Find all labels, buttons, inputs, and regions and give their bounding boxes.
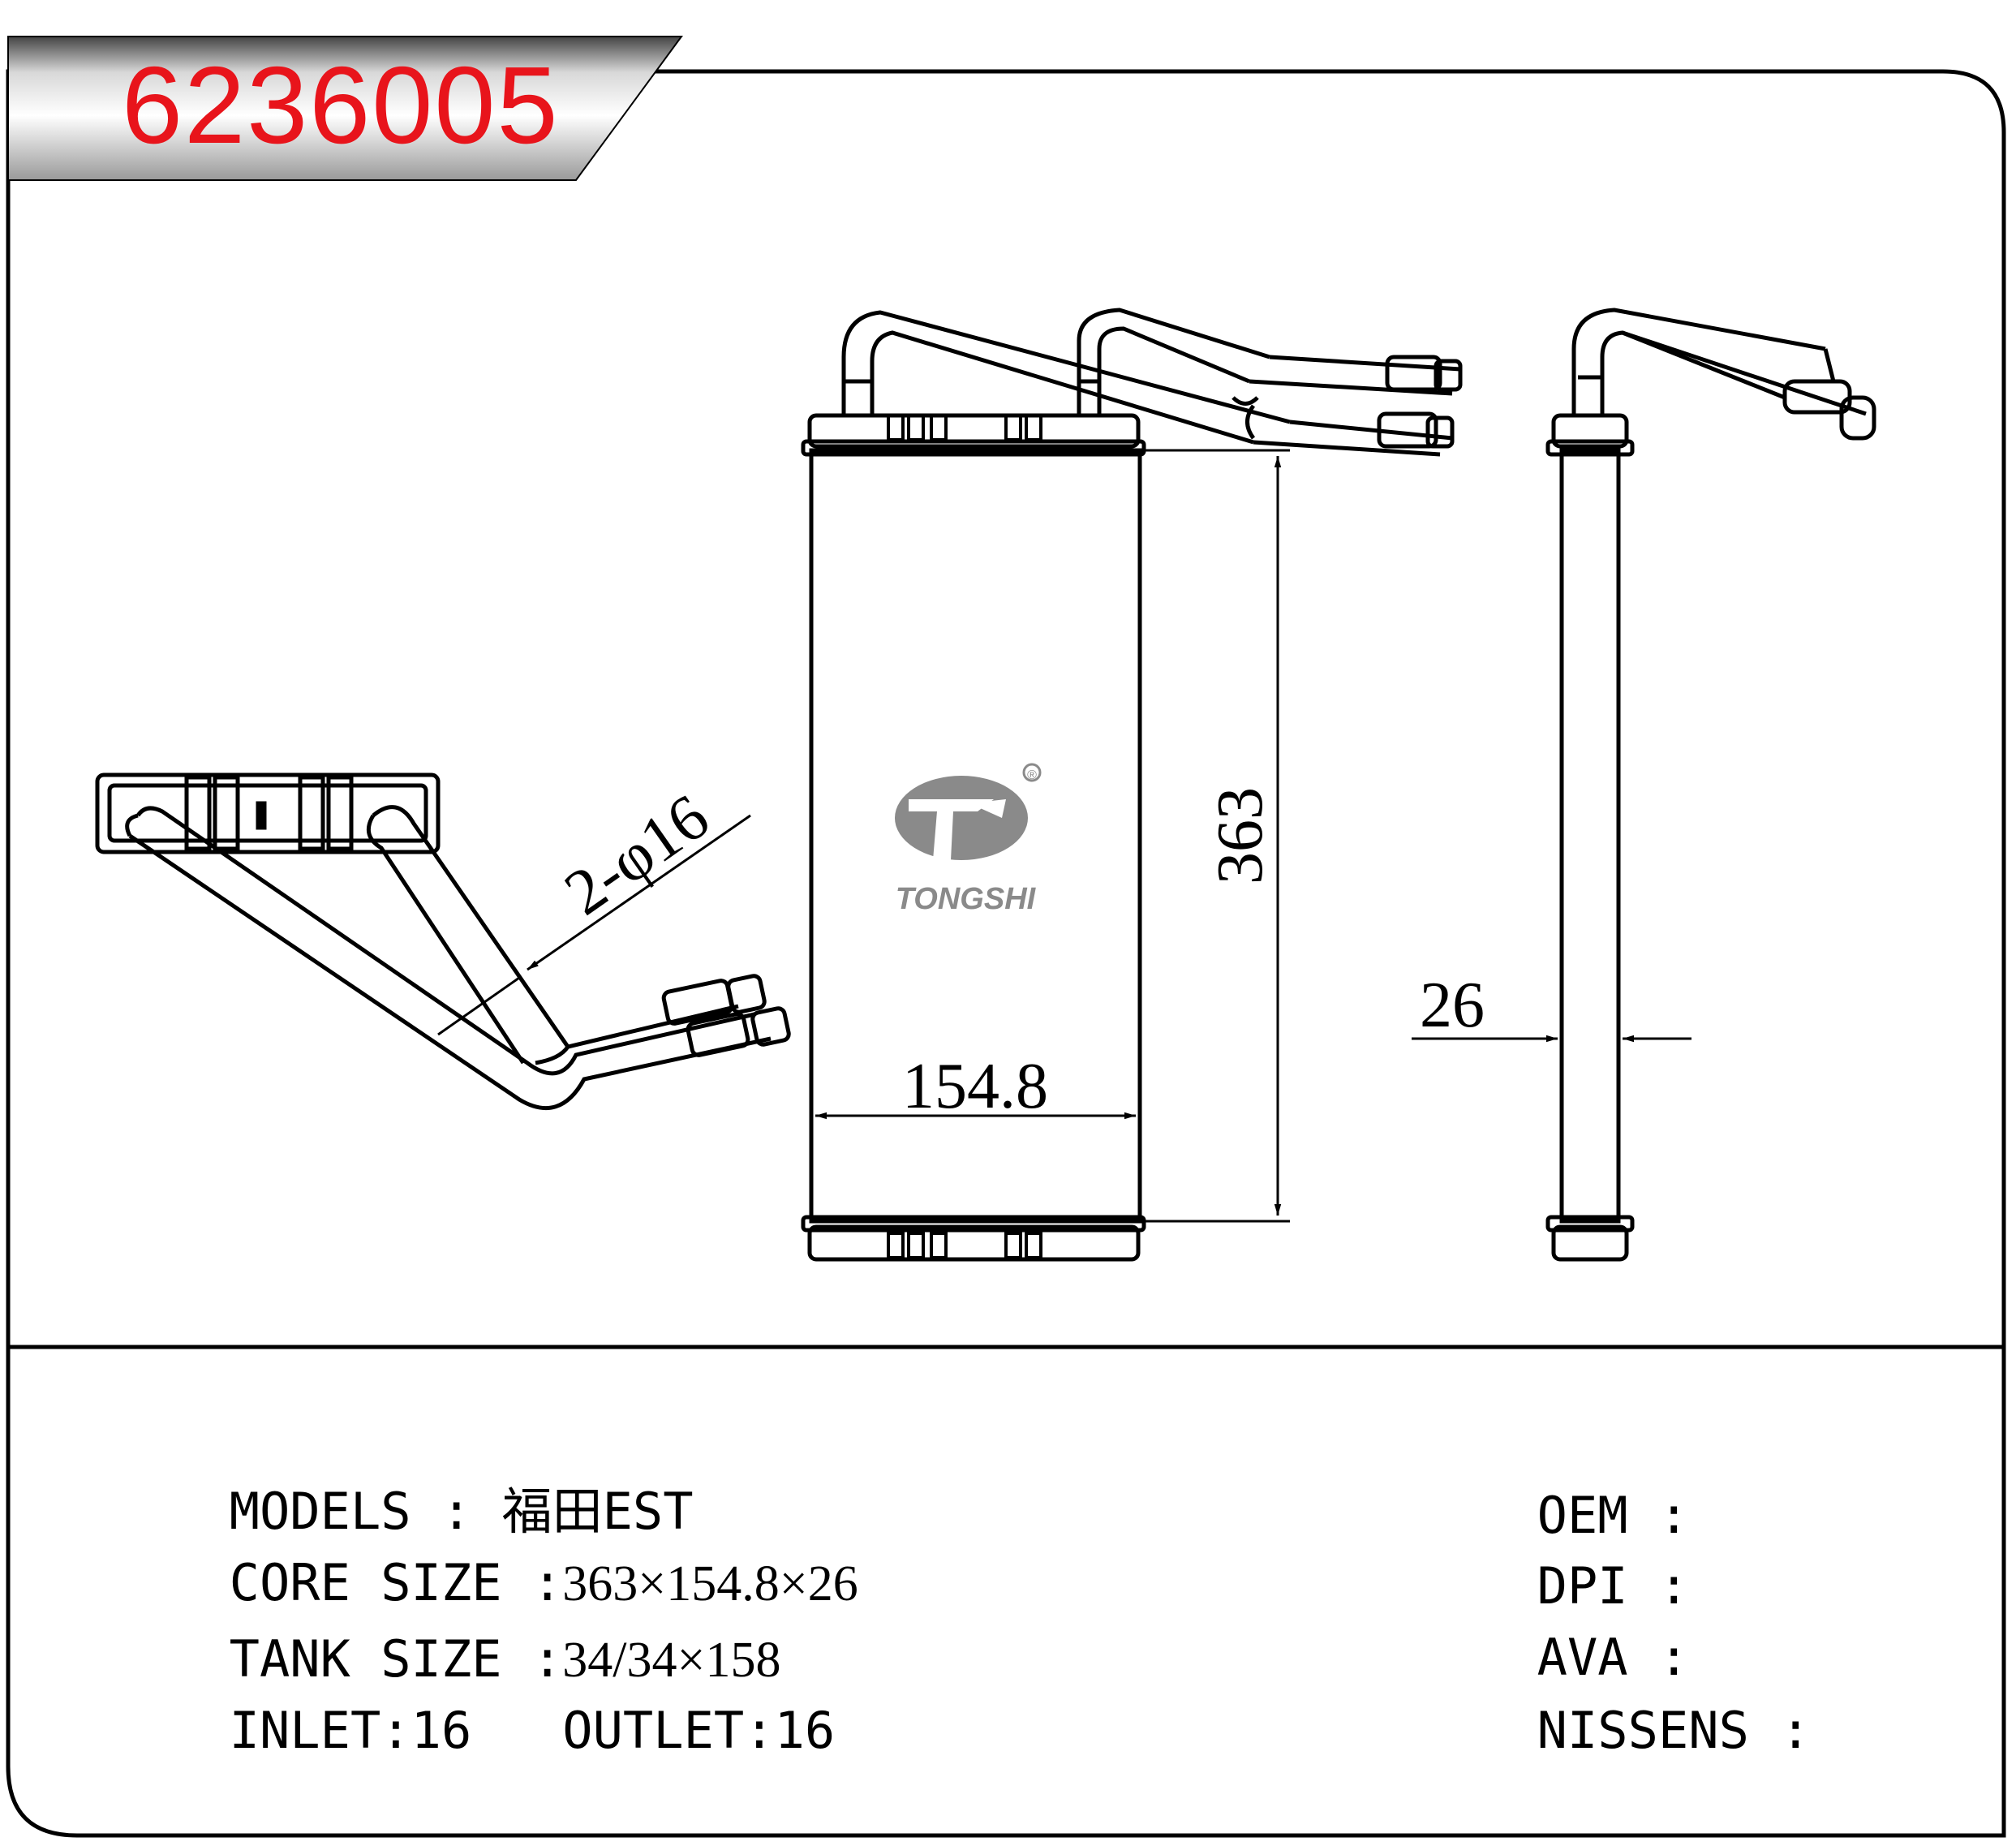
nissens-row: NISSENS:	[1477, 1655, 1811, 1756]
oem-row: OEM:	[1477, 1440, 1689, 1541]
thickness-dim-label: 26	[1420, 970, 1485, 1041]
top-tank	[807, 413, 1141, 449]
models-label: MODELS	[229, 1482, 411, 1541]
nissens-separator: :	[1780, 1701, 1811, 1760]
perspective-tank	[95, 772, 441, 854]
height-dim-label: 363	[1205, 787, 1276, 884]
width-dim-label: 154.8	[902, 1051, 1048, 1122]
pipe-diameter-callout: 2-φ16	[552, 781, 721, 929]
core-size-separator: :	[531, 1553, 563, 1612]
tank-size-label: TANK SIZE	[229, 1629, 532, 1689]
core-body	[809, 448, 1142, 1224]
models-separator: :	[411, 1482, 502, 1541]
outlet-value: 16	[774, 1701, 836, 1760]
top-clips	[887, 414, 1042, 441]
bottom-plate	[801, 1215, 1146, 1233]
ava-label: AVA	[1537, 1628, 1628, 1687]
bottom-tank	[807, 1224, 1141, 1262]
oem-separator: :	[1658, 1486, 1689, 1545]
tank-size-separator: :	[531, 1629, 563, 1689]
inlet-outlet-row: INLET:16 OUTLET:16	[169, 1655, 836, 1756]
side-core	[1559, 448, 1621, 1224]
tank-size-value: 34/34×158	[562, 1633, 781, 1688]
front-pipes	[841, 308, 1463, 457]
side-view	[1545, 308, 1876, 1262]
dimension-lines	[437, 449, 1691, 1223]
outlet-label: OUTLET:	[562, 1701, 775, 1760]
inlet-value: 16	[411, 1701, 472, 1760]
tongshi-logo	[895, 763, 1042, 860]
sheet-border	[6, 69, 2006, 1838]
dpi-separator: :	[1658, 1556, 1689, 1616]
logo-wordmark: TONGSHI	[896, 882, 1037, 916]
oem-label: OEM	[1537, 1486, 1628, 1545]
ava-row: AVA:	[1477, 1582, 1689, 1683]
pipe-callout-leader	[527, 814, 751, 971]
dpi-row: DPI:	[1477, 1511, 1689, 1611]
core-size-label: CORE SIZE	[229, 1553, 532, 1612]
inlet-label: INLET:	[229, 1701, 411, 1760]
models-value: 福田EST	[501, 1482, 694, 1541]
top-plate	[801, 439, 1146, 457]
core-size-row: CORE SIZE :363×154.8×26	[169, 1508, 858, 1612]
tank-size-row: TANK SIZE :34/34×158	[169, 1584, 781, 1688]
registered-mark: ®	[1027, 768, 1037, 782]
perspective-view	[95, 772, 791, 1111]
ava-separator: :	[1658, 1628, 1689, 1687]
part-number-banner	[7, 36, 683, 181]
models-row: MODELS : 福田EST	[169, 1436, 694, 1537]
dpi-label: DPI	[1537, 1556, 1628, 1616]
core-size-value: 363×154.8×26	[562, 1556, 858, 1611]
bottom-clips	[887, 1232, 1042, 1259]
front-view	[801, 308, 1463, 1262]
part-number: 6236005	[122, 44, 560, 166]
nissens-label: NISSENS	[1537, 1701, 1749, 1760]
